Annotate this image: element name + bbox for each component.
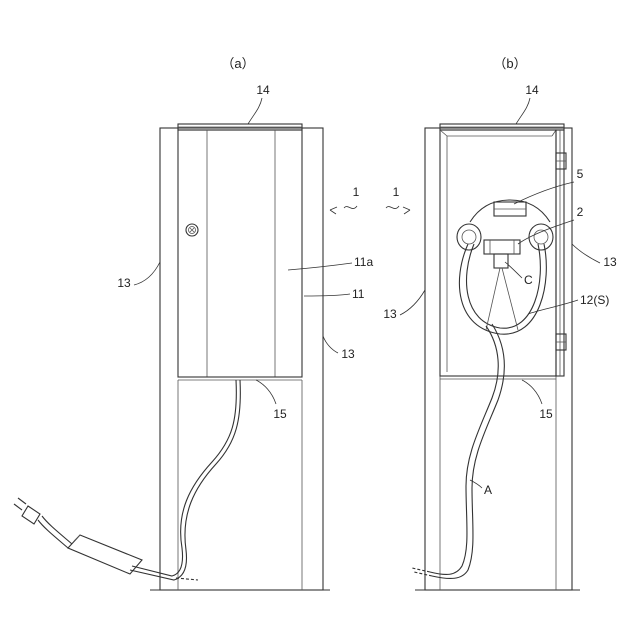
panel-b-caption: （b） xyxy=(493,56,526,71)
label-11a: 11a xyxy=(354,255,373,269)
label-13-a-right: 13 xyxy=(341,347,355,361)
label-C: C xyxy=(524,273,533,287)
label-14-b: 14 xyxy=(525,83,539,97)
top-cap-b xyxy=(440,124,564,130)
label-12S: 12(S) xyxy=(580,293,609,307)
power-cord-a xyxy=(130,380,240,580)
label-1-b: 1 xyxy=(393,185,400,199)
connector xyxy=(484,240,520,330)
cable-loop xyxy=(459,244,546,334)
label-5: 5 xyxy=(577,167,584,181)
door-a xyxy=(178,130,302,380)
panel-a-caption: （a） xyxy=(221,56,254,71)
label-2: 2 xyxy=(577,205,584,219)
label-15-b: 15 xyxy=(539,407,553,421)
plug-icon xyxy=(14,498,72,548)
label-1-a: 1 xyxy=(353,185,360,199)
holster-left xyxy=(457,224,481,250)
label-A: A xyxy=(484,483,492,497)
lock-icon xyxy=(186,224,198,236)
bracket xyxy=(470,200,550,222)
label-13-b-right: 13 xyxy=(603,255,617,269)
label-15-a: 15 xyxy=(273,407,287,421)
open-door xyxy=(556,130,564,376)
label-13-a-left: 13 xyxy=(117,276,131,290)
panel-b: （b） xyxy=(383,56,617,590)
holster-right xyxy=(529,224,553,250)
panel-a: （a） xyxy=(14,56,373,590)
stand-body-a xyxy=(150,128,330,590)
cable-a xyxy=(412,324,504,578)
label-14-a: 14 xyxy=(256,83,270,97)
label-11: 11 xyxy=(352,287,365,301)
label-13-b-left: 13 xyxy=(383,307,397,321)
top-cap-a xyxy=(178,124,302,130)
ac-adapter xyxy=(68,535,142,574)
